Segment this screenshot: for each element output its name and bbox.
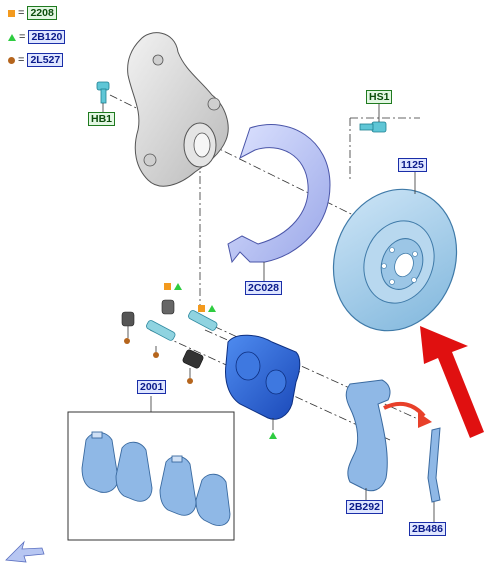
legend-code-2: 2B120 [28, 30, 66, 44]
label-hub-screw: HS1 [366, 90, 393, 104]
steering-knuckle [127, 32, 229, 187]
circle-brown-icon [8, 56, 15, 64]
label-pad-kit: 2001 [137, 380, 167, 394]
label-disc: 1125 [398, 158, 427, 172]
part-markers [124, 283, 277, 439]
square-orange-icon [8, 9, 15, 17]
label-caliper-bracket: 2B292 [346, 500, 383, 514]
legend-row-3: = 2L527 [8, 53, 64, 67]
guide-pins [121, 299, 218, 378]
label-splash-shield: 2C028 [245, 281, 282, 295]
legend-equals: = [19, 31, 26, 43]
brake-pads [81, 431, 231, 526]
splash-shield [227, 124, 331, 281]
view-direction-arrow-icon [5, 540, 45, 563]
legend-code-1: 2208 [27, 6, 57, 20]
caliper-bracket [345, 379, 391, 500]
legend-equals: = [18, 54, 25, 66]
spring-clip [427, 427, 441, 522]
brake-disc [332, 172, 458, 332]
swing-arrow-icon [383, 401, 432, 428]
label-hub-bolt: HB1 [88, 112, 116, 126]
red-indicator-arrow-icon [420, 326, 484, 438]
legend-equals: = [18, 7, 25, 19]
label-spring-clip: 2B486 [409, 522, 446, 536]
brake-caliper [225, 334, 301, 430]
hub-screw-part [359, 104, 387, 133]
legend-code-3: 2L527 [27, 53, 64, 67]
hub-bolt-part [96, 81, 110, 112]
legend-row-2: = 2B120 [8, 30, 66, 44]
triangle-green-icon [8, 33, 16, 41]
legend-row-1: = 2208 [8, 6, 57, 20]
